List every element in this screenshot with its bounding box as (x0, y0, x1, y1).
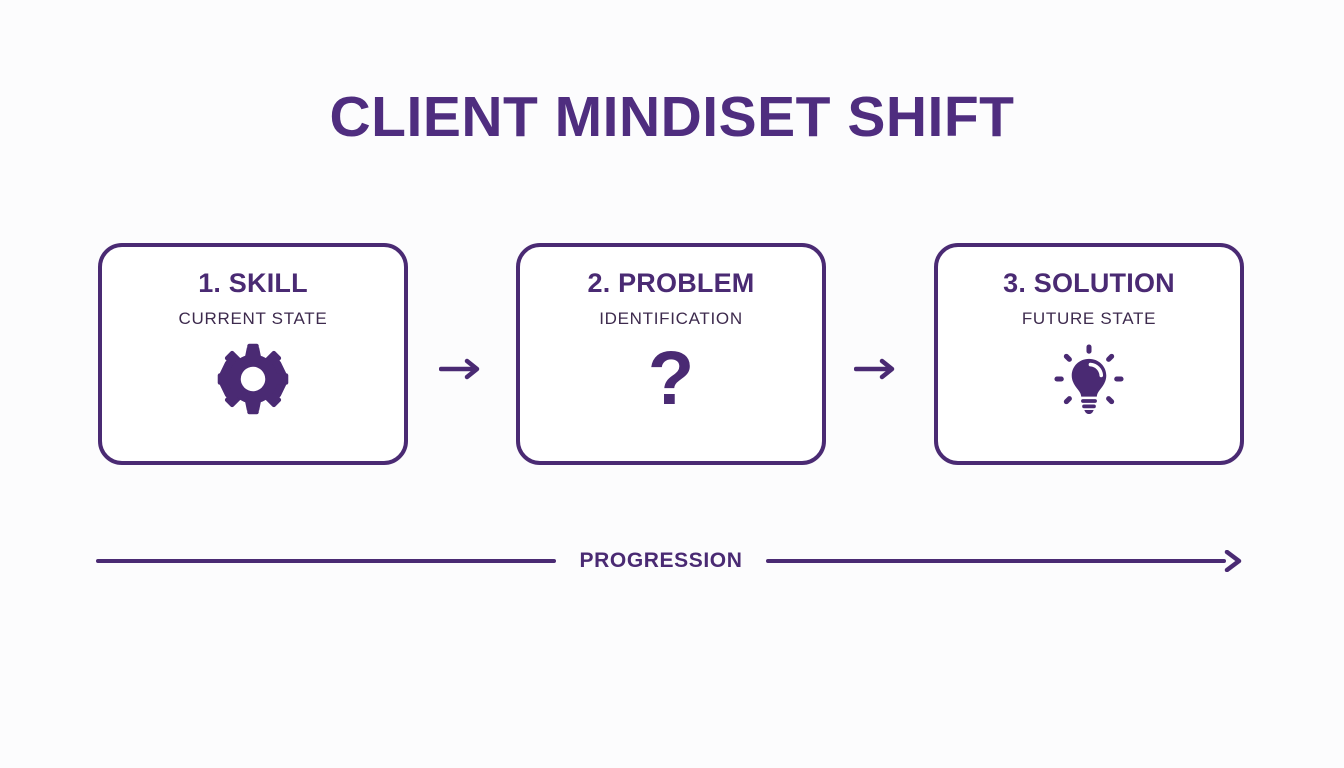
step-card-subtitle: FUTURE STATE (1021, 308, 1157, 328)
lightbulb-icon (1053, 343, 1125, 415)
progression-label: PROGRESSION (579, 549, 743, 572)
step-card-solution[interactable]: 3. SOLUTION FUTURE STATE (934, 243, 1244, 465)
arrow-right-icon (435, 352, 489, 386)
arrow-right-icon (850, 352, 904, 386)
step-card-problem[interactable]: 2. PROBLEM IDENTIFICATION ? (516, 243, 826, 465)
progression-line-right (766, 559, 1226, 563)
progression-line-left (96, 559, 556, 563)
gear-icon (217, 343, 289, 415)
arrow-right-icon (1224, 550, 1244, 572)
step-card-subtitle: IDENTIFICATION (599, 308, 743, 328)
question-mark-icon: ? (635, 336, 707, 422)
page-title: CLIENT MINDISET SHIFT (329, 85, 1015, 149)
step-card-title: 1. SKILL (198, 268, 308, 298)
question-mark-glyph: ? (647, 336, 695, 422)
progression-bar: PROGRESSION (96, 544, 1244, 578)
step-card-skill[interactable]: 1. SKILL CURRENT STATE (98, 243, 408, 465)
step-card-title: 3. SOLUTION (1003, 268, 1175, 298)
steps-row: 1. SKILL CURRENT STATE (98, 243, 1244, 465)
progression-line-right-group (766, 550, 1244, 572)
step-card-title: 2. PROBLEM (587, 268, 755, 298)
step-card-subtitle: CURRENT STATE (178, 308, 328, 328)
